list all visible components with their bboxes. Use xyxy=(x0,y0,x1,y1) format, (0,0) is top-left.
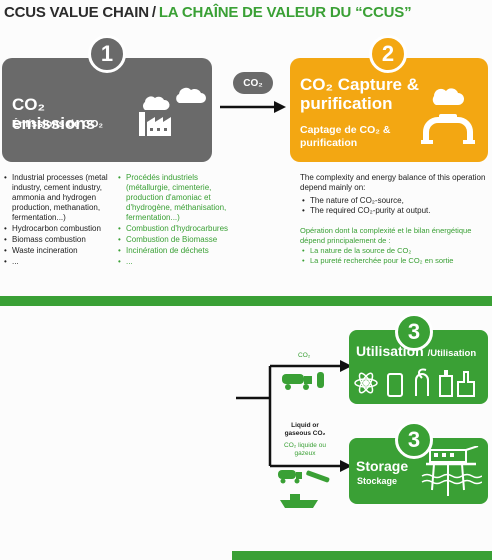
utilisation-title: Utilisation /Utilisation xyxy=(356,343,476,359)
capture-box xyxy=(290,58,488,162)
step-3-storage-badge: 3 xyxy=(395,421,433,459)
truck-cylinder-icon xyxy=(282,372,324,390)
operation-intro-fr: Opération dont la complexité et le bilan… xyxy=(300,226,472,245)
list-item: Procédés industriels (métallurgie, cimen… xyxy=(118,173,230,223)
capture-pipe-icon xyxy=(421,88,475,144)
flow-arrow-right xyxy=(220,101,286,113)
storage-title: Storage xyxy=(356,458,409,474)
list-item: Combustion de Biomasse xyxy=(118,235,230,245)
step-1-badge: 1 xyxy=(88,35,126,73)
list-item: Waste incineration xyxy=(4,246,116,256)
page-title: CCUS VALUE CHAIN/LA CHAÎNE DE VALEUR DU … xyxy=(4,4,412,21)
title-fr: LA CHAÎNE DE VALEUR DU “CCUS” xyxy=(158,4,412,21)
section-divider xyxy=(0,296,492,306)
transport-vehicles-icon xyxy=(278,470,330,508)
emissions-box xyxy=(2,58,212,162)
bottom-bar xyxy=(232,551,492,560)
emissions-subheading: Émissions de CO₂ xyxy=(12,118,104,130)
emission-sources-fr: Procédés industriels (métallurgie, cimen… xyxy=(118,173,230,268)
list-item: Biomass combustion xyxy=(4,235,116,245)
factory-icon xyxy=(139,87,206,136)
liquid-gaseous-label-fr: CO₂ liquide ou gazeux xyxy=(284,442,326,457)
utilisation-icons xyxy=(354,368,475,397)
operation-points-en: The nature of CO₂-source, The required C… xyxy=(300,196,486,217)
list-item: The required CO₂-purity at output. xyxy=(300,206,486,217)
list-item: La nature de la source de CO₂ xyxy=(300,246,486,256)
capture-heading: CO₂ Capture & purification xyxy=(300,75,420,113)
offshore-platform-icon xyxy=(421,446,482,496)
list-item: Industrial processes (metal industry, ce… xyxy=(4,173,116,223)
co2-small-label: CO₂ xyxy=(298,352,311,359)
step-3-utilisation-badge: 3 xyxy=(395,313,433,351)
operation-points-fr: La nature de la source de CO₂ La pureté … xyxy=(300,246,486,266)
list-item: ... xyxy=(118,257,230,267)
operation-intro-en: The complexity and energy balance of thi… xyxy=(300,173,486,193)
co2-transport-cloud: CO₂ xyxy=(233,72,273,94)
list-item: La pureté recherchée pour le CO₂ en sort… xyxy=(300,256,486,266)
list-item: Combustion d'hydrocarbures xyxy=(118,224,230,234)
list-item: The nature of CO₂-source, xyxy=(300,196,486,207)
list-item: Hydrocarbon combustion xyxy=(4,224,116,234)
storage-subtitle: Stockage xyxy=(357,476,398,486)
branch-arrows xyxy=(236,360,352,472)
step-2-badge: 2 xyxy=(369,35,407,73)
capture-subheading: Captage de CO₂ & purification xyxy=(300,124,391,150)
utilisation-title-fr: /Utilisation xyxy=(427,348,477,359)
list-item: Incinération de déchets xyxy=(118,246,230,256)
utilisation-title-en: Utilisation xyxy=(356,343,424,359)
emissions-heading: CO₂ emissions xyxy=(12,95,96,133)
liquid-gaseous-label: Liquid or gaseous CO₂ xyxy=(284,422,326,437)
title-en: CCUS VALUE CHAIN xyxy=(4,4,149,21)
emission-sources-en: Industrial processes (metal industry, ce… xyxy=(4,173,116,268)
title-separator: / xyxy=(151,4,156,21)
list-item: ... xyxy=(4,257,116,267)
